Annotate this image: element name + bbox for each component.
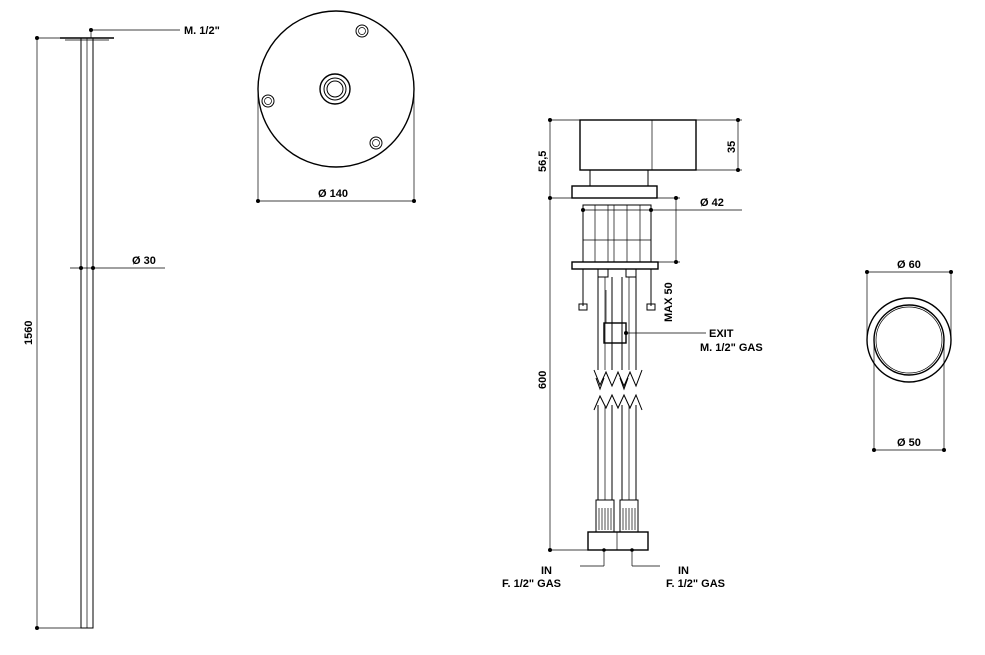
side-view: 35 56,5 600 Ø 42 MAX 50 EXIT M. 1/2" GAS <box>502 118 763 590</box>
length-label: 600 <box>537 371 549 389</box>
in-left-label-line1: IN <box>541 565 552 577</box>
in-left-label-line2: F. 1/2" GAS <box>502 578 561 590</box>
in-right-label-line1: IN <box>678 565 689 577</box>
head-block <box>579 119 697 171</box>
exit-fitting <box>603 322 627 344</box>
mounting-plate <box>571 261 659 270</box>
exit-label-line1: EXIT <box>709 328 734 340</box>
max-label: MAX 50 <box>663 282 675 322</box>
shaft-diameter-label: Ø 42 <box>700 197 724 209</box>
exit-label-line2: M. 1/2" GAS <box>700 342 763 354</box>
total-head-label: 56,5 <box>537 151 549 172</box>
plan-diameter-label: Ø 140 <box>318 188 348 200</box>
column-view: M. 1/2" 1560 Ø 30 <box>23 25 220 630</box>
screw-hole-top <box>355 24 369 38</box>
inner-diameter-label: Ø 50 <box>897 437 921 449</box>
in-right-label-line2: F. 1/2" GAS <box>666 578 725 590</box>
plan-view: Ø 140 <box>256 10 416 203</box>
screw-hole-bottom <box>369 136 383 150</box>
head-height-label: 35 <box>726 141 738 153</box>
base-block <box>587 531 649 551</box>
ring-outer <box>866 297 952 383</box>
outer-diameter-label: Ø 60 <box>897 259 921 271</box>
diameter-label: Ø 30 <box>132 255 156 267</box>
ring-inner <box>873 304 945 376</box>
thread-label: M. 1/2" <box>184 25 220 37</box>
height-label: 1560 <box>23 321 35 345</box>
shaft-upper <box>582 204 652 263</box>
screw-hole-left <box>261 94 275 108</box>
flange <box>571 185 658 199</box>
ring-view: Ø 60 Ø 50 <box>865 259 953 452</box>
center-fitting <box>319 73 351 105</box>
base-plate-circle <box>257 10 415 168</box>
